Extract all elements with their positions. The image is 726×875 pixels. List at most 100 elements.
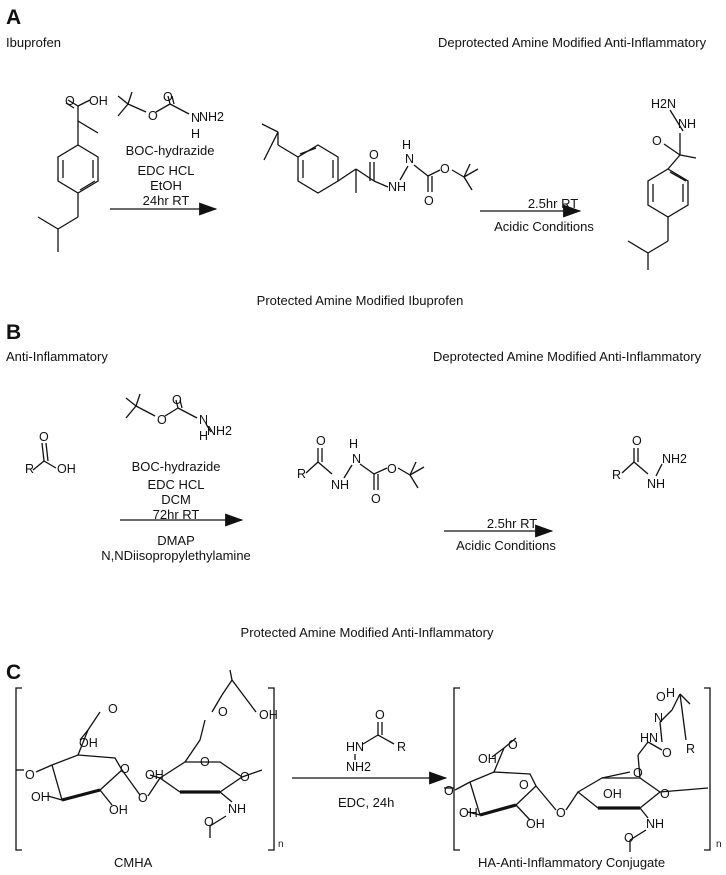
boc-hydrazide-structure-b — [125, 393, 212, 433]
condition-a1-edc: EDC HCL — [137, 163, 195, 178]
atom-ho-conj-2: OH — [459, 806, 478, 820]
hydrazide-reagent-structure-c — [354, 722, 395, 760]
atom-nh2-boc-b: NH2 — [207, 424, 233, 438]
atom-o-conj-2: O — [633, 766, 643, 780]
ibuprofen-structure — [37, 99, 99, 252]
atom-nh2-reagent-c: NH2 — [346, 760, 372, 774]
anti-inflammatory-structure — [32, 442, 57, 471]
atom-o-conj-ring1: O — [519, 778, 529, 792]
anti-inflammatory-label: Anti-Inflammatory — [6, 349, 108, 364]
ha-conjugate-label: HA-Anti-Inflammatory Conjugate — [478, 855, 666, 870]
condition-b2-acid: Acidic Conditions — [456, 538, 556, 553]
atom-oh-start-b: OH — [57, 462, 76, 476]
atom-h-boc-b: H — [199, 429, 209, 443]
atom-h-int-a: H — [402, 138, 412, 152]
atom-o-start-b: O — [39, 430, 49, 444]
atom-o-conj-c2: O — [662, 746, 672, 760]
protected-intermediate-structure-a — [261, 123, 479, 194]
atom-o-cmha-left: O — [25, 768, 35, 782]
atom-o-cmha-amide: O — [204, 815, 214, 829]
atom-n-conj-1: N — [654, 711, 664, 725]
atom-nh-conj: NH — [646, 817, 665, 831]
deprotected-product-structure-a — [627, 109, 697, 270]
atom-o-cmha-ring1: O — [120, 762, 130, 776]
atom-o-cmha-glyco: O — [138, 791, 148, 805]
atom-o-cmha-1: O — [108, 702, 118, 716]
atom-o-int-b1: O — [316, 434, 326, 448]
condition-b2-time: 2.5hr RT — [486, 516, 538, 531]
panel-label-b: B — [6, 321, 22, 344]
atom-oh-conj-3: OH — [526, 817, 545, 831]
atom-o-boc-b: O — [157, 413, 167, 427]
atom-nh-cmha: NH — [228, 802, 247, 816]
atom-nh2-boc-a: NH2 — [199, 110, 225, 124]
atom-n-int-b: N — [352, 452, 362, 466]
atom-o-prod-a: O — [652, 134, 662, 148]
atom-o-int-a3: O — [440, 162, 450, 176]
protected-intermediate-label-b: Protected Amine Modified Anti-Inflammato… — [240, 625, 494, 640]
deprotected-product-structure-b — [621, 448, 663, 477]
boc-hydrazide-structure-a — [117, 91, 190, 117]
deprotected-product-label-a: Deprotected Amine Modified Anti-Inflamma… — [438, 35, 707, 50]
atom-oh-cmha-2: OH — [259, 708, 278, 722]
atom-o-int-a1: O — [369, 148, 379, 162]
atom-o-int-b3: O — [387, 462, 397, 476]
atom-o-int-b2: O — [371, 492, 381, 506]
condition-b1-time: 72hr RT — [152, 507, 200, 522]
atom-n-int-a: N — [405, 152, 415, 166]
atom-hn-conj: HN — [640, 731, 659, 745]
atom-r-conj: R — [686, 742, 696, 756]
atom-r-prod-b: R — [612, 468, 622, 482]
atom-nh-int-b: NH — [331, 478, 350, 492]
atom-o-conj-left: O — [444, 784, 454, 798]
atom-r-reagent-c: R — [397, 740, 407, 754]
atom-o-cmha-2: O — [218, 705, 228, 719]
atom-oh-a1: OH — [89, 94, 108, 108]
boc-hydrazide-reagent-a: BOC-hydrazide — [125, 143, 215, 158]
repeat-n-cmha: n — [278, 839, 284, 850]
atom-o-cmha-ring2: O — [240, 770, 250, 784]
atom-o-boc-b2: O — [172, 393, 182, 407]
atom-nh-prod-a: NH — [678, 117, 697, 131]
atom-hn-reagent-c: HN — [346, 740, 365, 754]
ibuprofen-label: Ibuprofen — [6, 35, 61, 50]
atom-ho-conj-1: OH — [603, 787, 622, 801]
atom-r-start-b: R — [25, 462, 35, 476]
atom-o-boc-a: O — [148, 109, 158, 123]
atom-h2n-prod-a: H2N — [651, 97, 677, 111]
atom-n-boc-a: N — [191, 111, 201, 125]
repeat-n-conjugate: n — [716, 839, 722, 850]
conjugate-structure — [444, 687, 711, 852]
atom-oh-conj-1: OH — [478, 752, 497, 766]
atom-o-conj-glyco: O — [556, 806, 566, 820]
atom-o-reagent-c: O — [375, 708, 385, 722]
atom-o-conj-top: O — [656, 690, 666, 704]
condition-a1-time: 24hr RT — [142, 193, 190, 208]
protected-intermediate-label-a: Protected Amine Modified Ibuprofen — [256, 293, 464, 308]
condition-b1-edc: EDC HCL — [147, 477, 205, 492]
atom-o-conj-amide: O — [624, 831, 634, 845]
condition-a1-solvent: EtOH — [150, 178, 182, 193]
boc-hydrazide-reagent-b: BOC-hydrazide — [131, 459, 221, 474]
atom-h-conj-1: H — [666, 686, 676, 700]
atom-o-prod-b: O — [632, 434, 642, 448]
atom-nh2-prod-b: NH2 — [662, 452, 688, 466]
atom-r-int-b: R — [297, 467, 307, 481]
cmha-structure — [15, 669, 275, 851]
condition-b1-dmap: DMAP — [157, 533, 195, 548]
atom-ho-cmha-2: OH — [31, 790, 50, 804]
atom-oh-cmha-3: OH — [109, 803, 128, 817]
condition-c-edc: EDC, 24h — [338, 795, 395, 810]
atom-n-boc-b: N — [199, 413, 209, 427]
panel-label-a: A — [6, 6, 22, 29]
protected-intermediate-structure-b — [305, 448, 425, 490]
atom-o-conj-1: O — [508, 738, 518, 752]
condition-b1-solvent: DCM — [161, 492, 191, 507]
atom-o-conj-ring2: O — [660, 787, 670, 801]
condition-a2-acid: Acidic Conditions — [494, 219, 594, 234]
atom-h-int-b: H — [349, 437, 359, 451]
condition-b1-base: N,NDiisopropylethylamine — [101, 548, 251, 563]
atom-nh-int-a: NH — [388, 180, 407, 194]
atom-h-boc-a: H — [191, 127, 201, 141]
